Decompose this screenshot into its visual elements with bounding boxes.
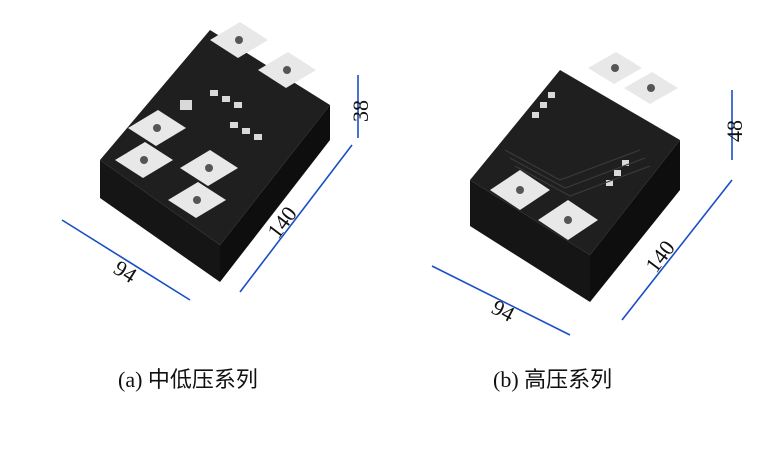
module-photo-high-voltage: 94 140 48 <box>410 30 760 350</box>
module-photo-medium-low-voltage: 94 140 38 <box>40 10 390 340</box>
dimension-label-height: 48 <box>722 120 747 142</box>
module-a-terminals <box>115 22 316 218</box>
dimension-label-width: 94 <box>488 294 519 326</box>
caption-high-voltage-series: (b) 高压系列 <box>493 367 613 392</box>
dimension-label-width: 94 <box>109 255 141 288</box>
dimension-line-width <box>61 219 191 301</box>
module-b-surface-grooves <box>504 149 651 197</box>
module-b-terminals <box>490 52 678 240</box>
dimension-line-length <box>239 144 353 293</box>
caption-medium-low-voltage-series: (a) 中低压系列 <box>118 367 258 392</box>
module-a-illustration: 94 140 38 <box>61 22 373 301</box>
module-b-top-face <box>470 70 680 255</box>
module-a-dimension-lines <box>61 75 359 301</box>
module-a-side-left <box>100 160 220 282</box>
dimension-line-width <box>431 265 571 336</box>
module-a-top-face <box>100 30 330 245</box>
module-a-side-right <box>220 105 330 282</box>
module-b-control-pins <box>532 92 629 186</box>
module-b-illustration: 94 140 48 <box>431 52 747 336</box>
dimension-label-length: 140 <box>640 236 680 277</box>
module-a-control-pins <box>180 90 262 140</box>
module-b-side-left <box>470 180 590 302</box>
dimension-line-length <box>621 179 733 321</box>
dimension-label-height: 38 <box>348 100 373 122</box>
module-b-side-right <box>590 140 680 302</box>
module-b-dimension-lines <box>431 90 733 336</box>
